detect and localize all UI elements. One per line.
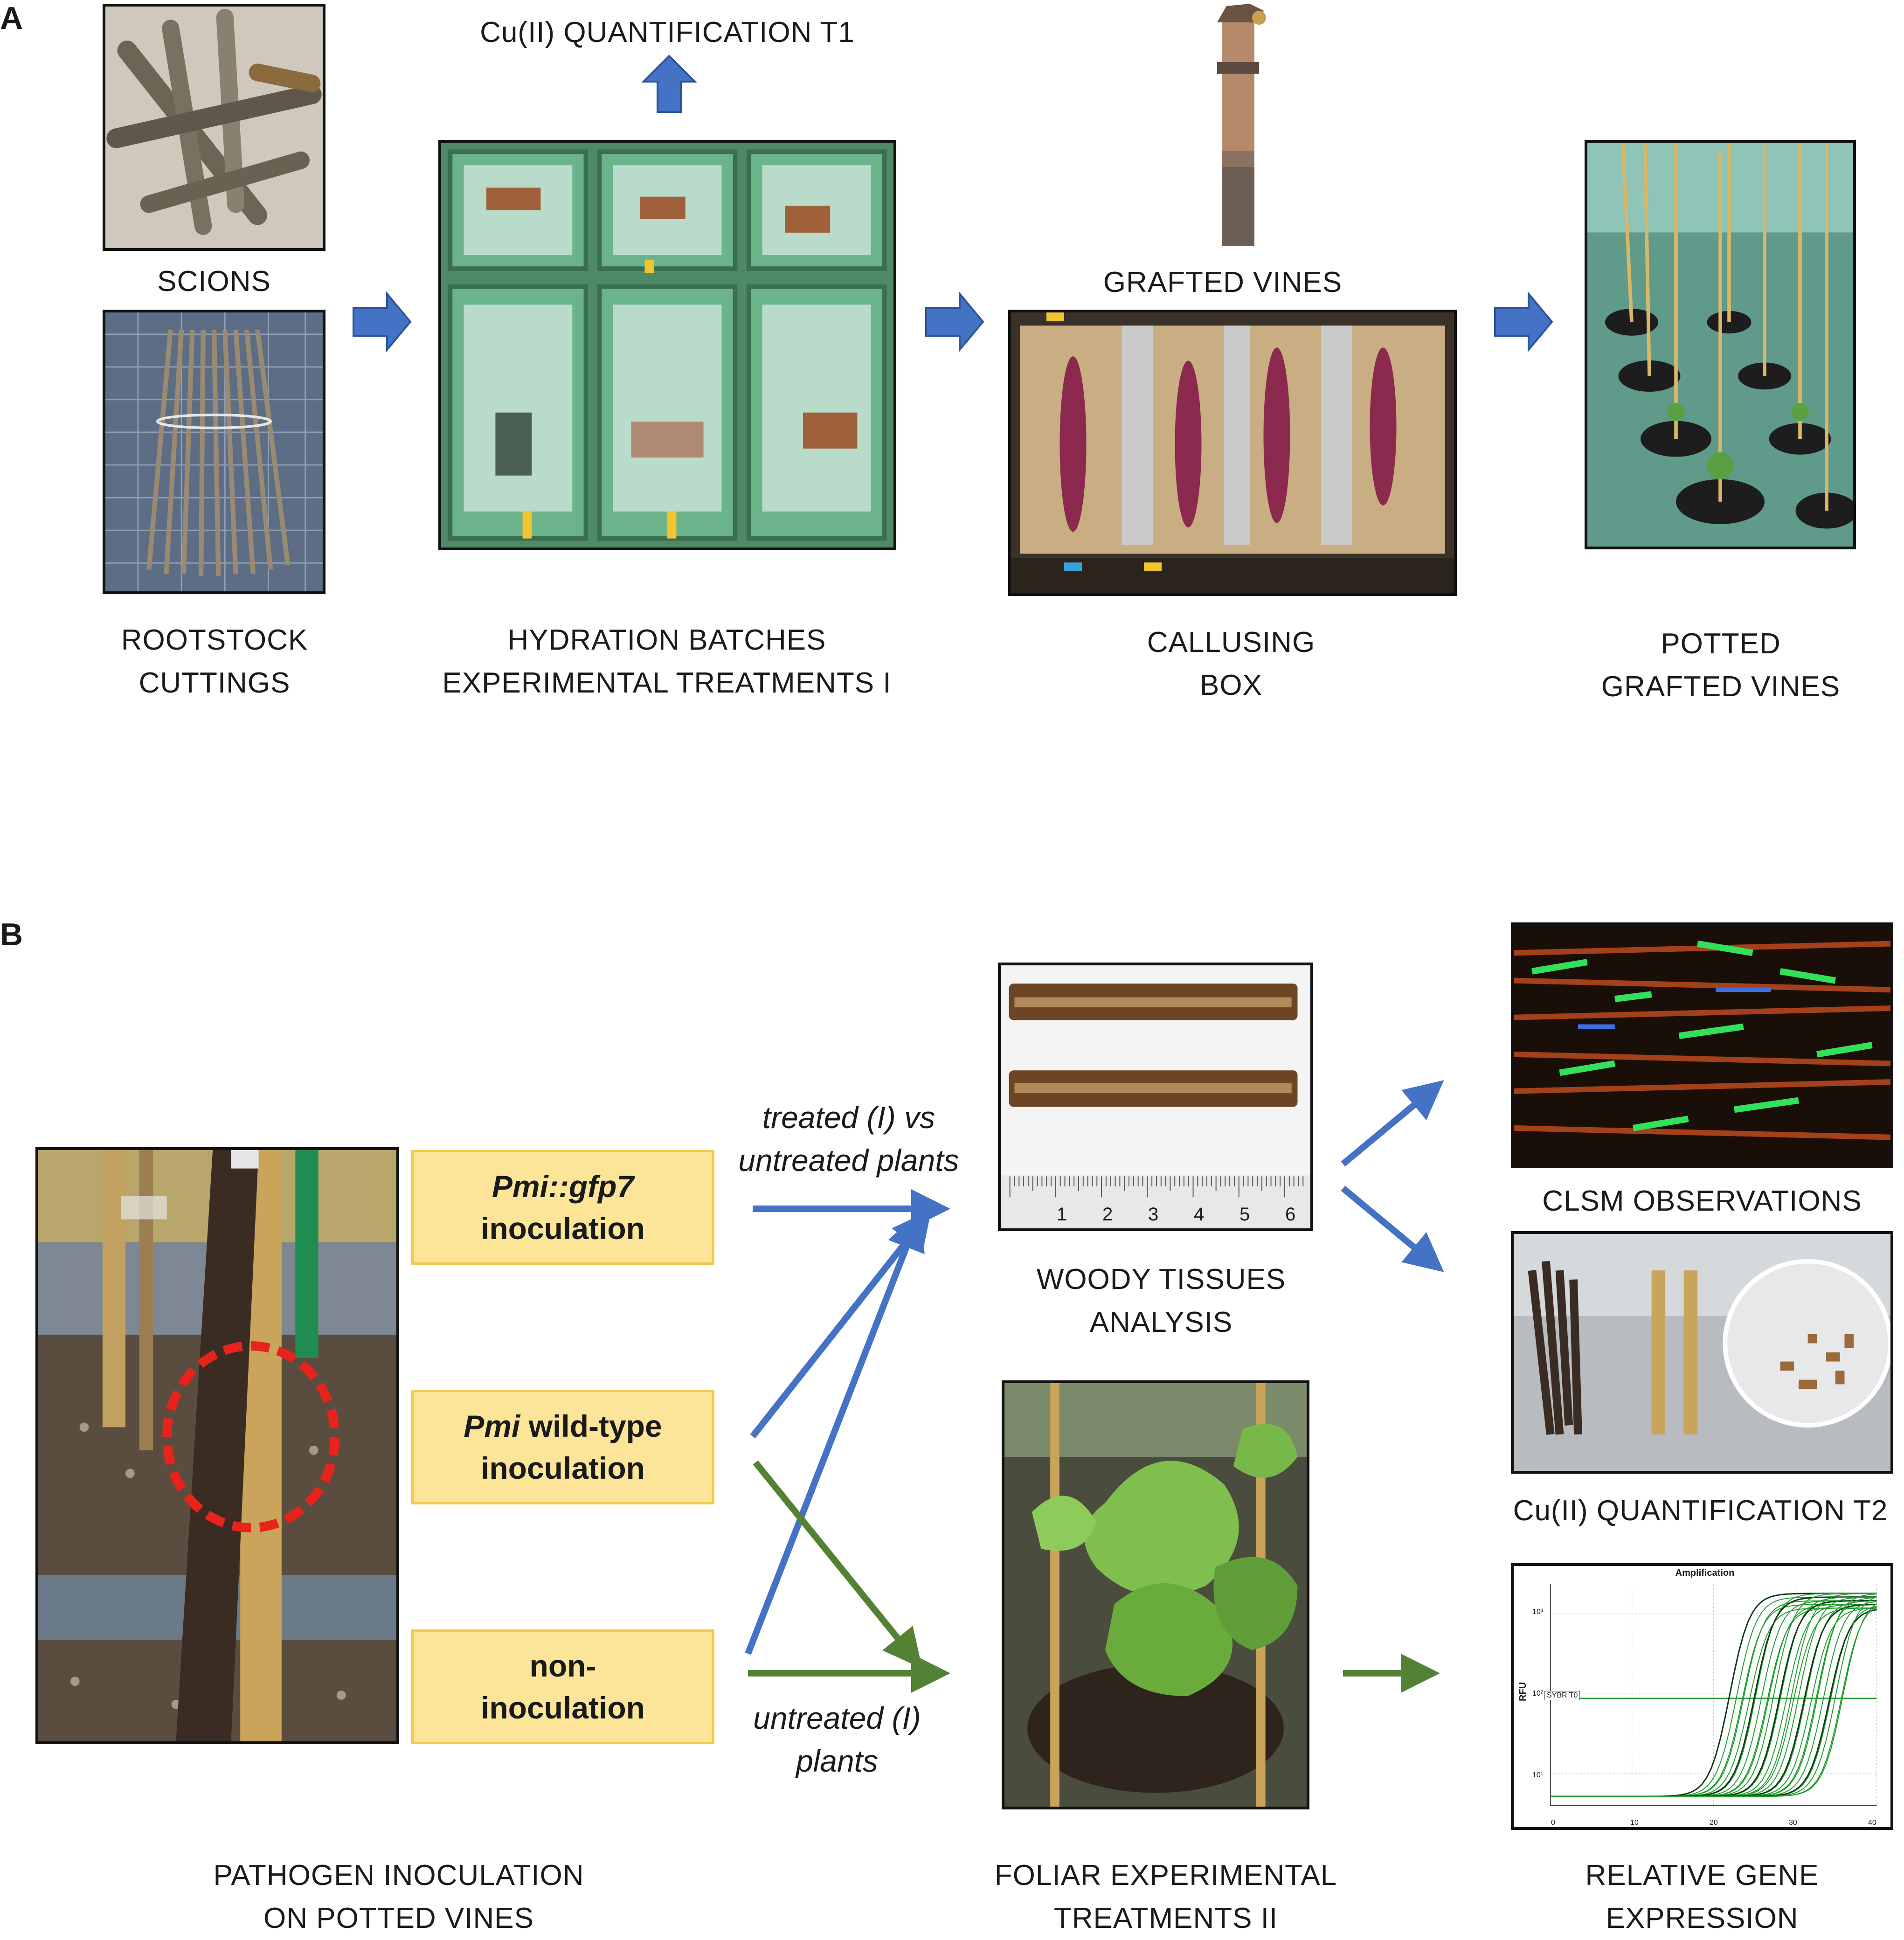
treated-line1: treated (I) vs	[762, 1100, 935, 1135]
arrow-right-3	[1494, 291, 1553, 353]
grafted-vine-photo	[1180, 4, 1296, 246]
foliar-label-line1: FOLIAR EXPERIMENTAL	[994, 1859, 1337, 1892]
foliar-label-line2: TREATMENTS II	[1053, 1902, 1278, 1934]
ruler-tick-label: 4	[1194, 1204, 1205, 1225]
relative-gene-expression-label: RELATIVE GENE EXPRESSION	[1516, 1854, 1889, 1940]
scions-label: SCIONS	[157, 265, 271, 298]
ruler-tick-label: 5	[1239, 1204, 1250, 1225]
hydration-batches-photo	[438, 140, 896, 550]
box-non-line2: inoculation	[481, 1691, 645, 1725]
cu-quantification-t2-photo	[1511, 1231, 1893, 1474]
cu-quantification-t1-label: Cu(II) QUANTIFICATION T1	[480, 16, 855, 48]
ruler-tick-label: 6	[1285, 1204, 1296, 1225]
untreated-line2: plants	[796, 1744, 879, 1778]
pathogen-inoculation-label: PATHOGEN INOCULATION ON POTTED VINES	[177, 1854, 620, 1940]
box-gfp7-inoculation: Pmi::gfp7 inoculation	[411, 1150, 714, 1265]
untreated-line1: untreated (I)	[753, 1701, 921, 1735]
callusing-label-line2: BOX	[1200, 669, 1262, 701]
rootstock-cuttings-label: ROOTSTOCK CUTTINGS	[65, 619, 364, 705]
grafted-vines-label: GRAFTED VINES	[1103, 266, 1343, 298]
amp-xtick-label: 40	[1868, 1819, 1876, 1827]
box-non-line1: non-	[529, 1649, 596, 1683]
arrow-non-to-woody	[745, 1210, 925, 1655]
treated-vs-untreated-note: treated (I) vs untreated plants	[718, 1096, 979, 1182]
rootstock-cuttings-photo	[103, 310, 325, 594]
pathogen-label-line1: PATHOGEN INOCULATION	[213, 1859, 584, 1892]
callusing-box-label: CALLUSING BOX	[1068, 621, 1394, 707]
box-wildtype-text: wild-type	[520, 1409, 662, 1443]
ruler-tick-label: 3	[1148, 1204, 1159, 1225]
potted-grafted-vines-label: POTTED GRAFTED VINES	[1553, 623, 1889, 708]
woody-tissues-photo: 1 2 3 4 5 6	[998, 963, 1313, 1231]
gene-label-line2: EXPRESSION	[1606, 1902, 1799, 1934]
amp-xtick-label: 20	[1710, 1819, 1718, 1827]
amp-ytick-label: 10³	[1532, 1608, 1544, 1616]
box-non-inoculation: non- inoculation	[411, 1629, 714, 1744]
panel-b-letter: B	[0, 917, 23, 952]
amp-xtick-label: 0	[1551, 1819, 1555, 1827]
amp-ytick-label: 10¹	[1532, 1771, 1544, 1779]
amplification-title: Amplification	[1675, 1568, 1735, 1578]
potted-label-line1: POTTED	[1661, 628, 1781, 660]
amplification-plot: Amplification RFU SYBR T0 10³ 10² 10¹ 0 …	[1511, 1563, 1893, 1830]
hydration-label-line1: HYDRATION BATCHES	[507, 624, 826, 656]
amplification-threshold-label: SYBR T0	[1544, 1691, 1580, 1700]
rootstock-label-line1: ROOTSTOCK	[121, 624, 308, 656]
arrow-right-1	[353, 291, 412, 353]
arrow-up-cu-t1	[641, 55, 697, 113]
callusing-label-line1: CALLUSING	[1147, 626, 1315, 658]
amp-xtick-label: 10	[1630, 1819, 1639, 1827]
hydration-label-line2: EXPERIMENTAL TREATMENTS I	[442, 667, 892, 699]
hydration-batches-label: HYDRATION BATCHES EXPERIMENTAL TREATMENT…	[410, 619, 923, 705]
arrow-woody-to-clsm	[1341, 1080, 1444, 1167]
arrow-right-2	[925, 291, 984, 353]
treated-line2: untreated plants	[738, 1143, 959, 1178]
arrow-wildtype-to-woody	[750, 1210, 932, 1439]
cu-quantification-t2-label: Cu(II) QUANTIFICATION T2	[1513, 1495, 1888, 1527]
amp-curve	[1550, 1606, 1877, 1797]
rootstock-label-line2: CUTTINGS	[138, 667, 291, 699]
amp-ytick-label: 10²	[1532, 1690, 1544, 1698]
box-wildtype-inoculation: Pmi wild-type inoculation	[411, 1390, 714, 1504]
ruler-tick-label: 2	[1102, 1204, 1113, 1225]
clsm-observations-label: CLSM OBSERVATIONS	[1542, 1185, 1862, 1217]
clsm-observations-photo	[1511, 922, 1893, 1168]
woody-label-line2: ANALYSIS	[1089, 1306, 1233, 1338]
box-gfp7-rest: inoculation	[481, 1211, 645, 1246]
foliar-treatments-photo	[1002, 1380, 1309, 1809]
box-gfp7-italic: Pmi::gfp7	[492, 1169, 634, 1204]
untreated-plants-note: untreated (I) plants	[718, 1697, 956, 1782]
box-wildtype-italic: Pmi	[464, 1409, 520, 1443]
pathogen-label-line2: ON POTTED VINES	[263, 1902, 534, 1934]
woody-label-line1: WOODY TISSUES	[1036, 1263, 1286, 1296]
gene-label-line1: RELATIVE GENE	[1585, 1859, 1819, 1892]
box-wildtype-rest: inoculation	[481, 1451, 645, 1485]
woody-tissues-label: WOODY TISSUES ANALYSIS	[998, 1258, 1324, 1344]
amp-xtick-label: 30	[1789, 1819, 1797, 1827]
pathogen-inoculation-photo	[35, 1147, 399, 1744]
ruler-labels: 1 2 3 4 5 6	[1001, 1204, 1310, 1228]
foliar-treatments-label: FOLIAR EXPERIMENTAL TREATMENTS II	[979, 1854, 1352, 1940]
callusing-box-photo	[1008, 310, 1457, 596]
potted-label-line2: GRAFTED VINES	[1601, 671, 1841, 703]
arrow-woody-to-cu-t2	[1341, 1185, 1444, 1272]
scions-photo	[103, 4, 325, 251]
arrow-wildtype-to-foliar	[753, 1460, 922, 1669]
panel-a-letter: A	[0, 0, 23, 36]
potted-grafted-vines-photo	[1585, 140, 1856, 549]
ruler-tick-label: 1	[1057, 1204, 1067, 1225]
